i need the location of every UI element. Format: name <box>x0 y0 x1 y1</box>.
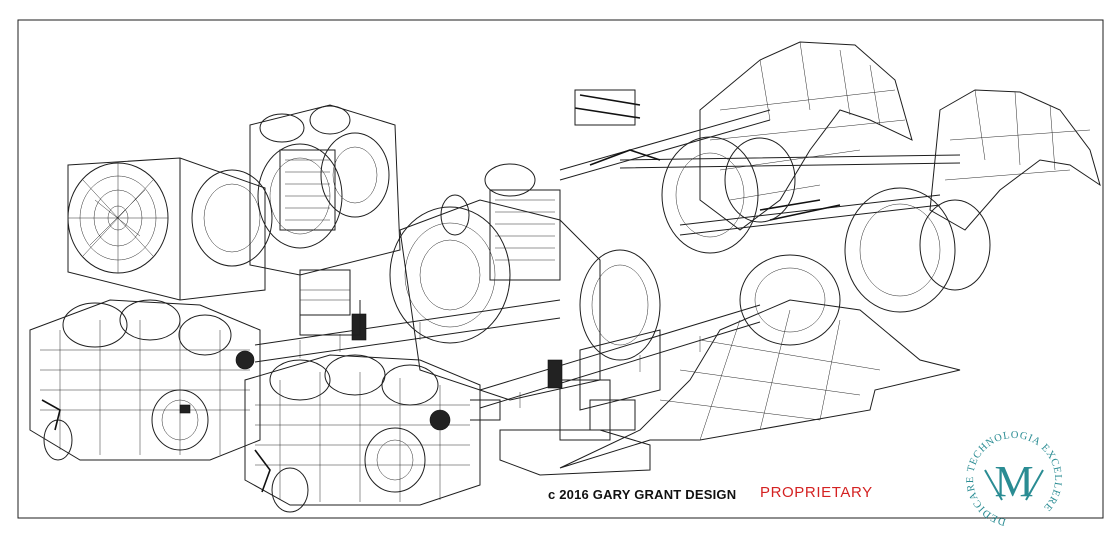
lower-wing-housing <box>739 89 1101 346</box>
upper-wing-housing <box>661 41 913 254</box>
central-gearbox <box>389 163 661 441</box>
upper-left-gearbox <box>191 104 401 316</box>
lower-engine <box>244 354 501 513</box>
drawing-frame <box>17 19 1104 519</box>
drive-shafts <box>254 89 961 409</box>
proprietary-label: PROPRIETARY <box>760 484 873 501</box>
left-engine <box>29 299 261 461</box>
base-supports <box>299 300 651 476</box>
company-logo-seal: DEDICARE TECHNOLOGIA EXCELLERE M <box>965 430 1062 527</box>
lower-blade-fin <box>559 299 961 469</box>
fan-housing <box>67 157 266 301</box>
copyright-text: c 2016 GARY GRANT DESIGN <box>548 487 737 502</box>
